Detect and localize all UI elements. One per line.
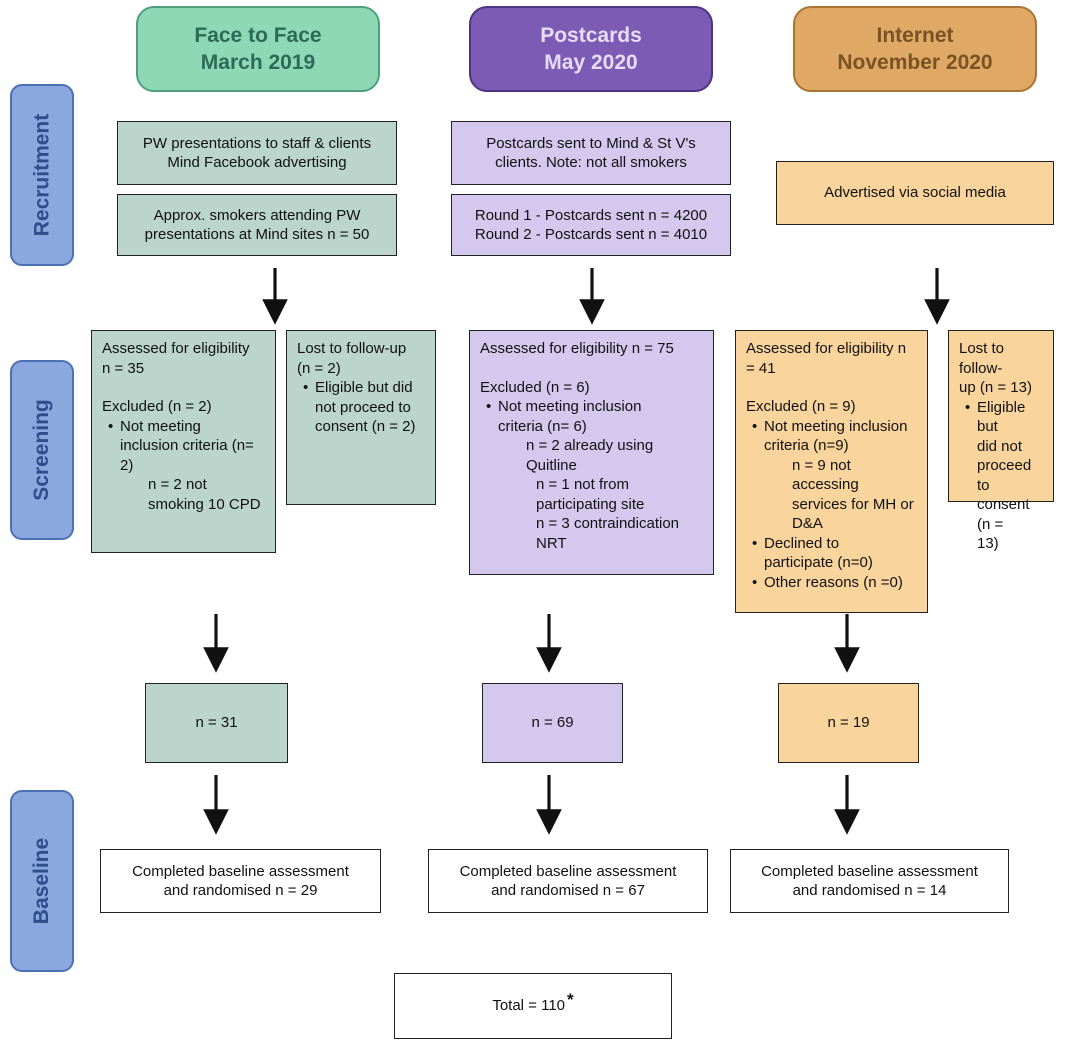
internet-bullet-declined-2: participate (n=0) xyxy=(764,554,873,571)
f2f-bullet-not-meeting: Not meeting xyxy=(102,417,265,437)
f2f-lost-line-1: Lost to follow-up xyxy=(297,340,407,357)
postcards-baseline-line-2: and randomised n = 67 xyxy=(491,882,645,899)
total-asterisk: * xyxy=(567,990,574,1010)
postcards-sub-6: NRT xyxy=(536,534,567,552)
internet-count: n = 19 xyxy=(827,714,870,732)
postcards-sub-4: participating site xyxy=(536,495,645,513)
internet-lost-bullet-5: 13) xyxy=(977,535,999,552)
internet-lost-line-2: up (n = 13) xyxy=(959,379,1032,396)
f2f-recruitment-line-2: Mind Facebook advertising xyxy=(167,154,347,171)
internet-lost-bullet-3: proceed to xyxy=(977,457,1032,494)
postcards-sub-2: Quitline xyxy=(526,456,577,474)
f2f-assessed-line: Assessed for eligibility xyxy=(102,340,250,357)
f2f-bullet-line-3: 2) xyxy=(120,456,134,474)
total-label: Total = 110 xyxy=(492,997,566,1015)
postcards-sent-line-2: clients. Note: not all smokers xyxy=(495,154,687,171)
f2f-recruitment-methods-box: PW presentations to staff & clients Mind… xyxy=(117,121,397,185)
internet-header: Internet November 2020 xyxy=(793,6,1037,92)
internet-lost-bullet-4: consent (n = xyxy=(977,496,1030,533)
internet-lost-box: Lost to follow- up (n = 13) Eligible but… xyxy=(948,330,1054,552)
postcards-bullet-not-meeting: Not meeting inclusion xyxy=(480,397,703,417)
internet-excluded-line: Excluded (n = 9) xyxy=(746,398,856,415)
f2f-baseline-line-1: Completed baseline assessment xyxy=(132,862,349,880)
internet-sub-3: services for MH or xyxy=(792,495,914,513)
internet-bullet-declined: Declined to xyxy=(746,534,917,554)
internet-assessed-count: = 41 xyxy=(746,359,776,377)
internet-baseline-line-2: and randomised n = 14 xyxy=(792,882,947,899)
face-to-face-title: Face to Face xyxy=(194,24,322,47)
stage-baseline: Baseline xyxy=(10,790,74,972)
stage-screening: Screening xyxy=(10,360,74,540)
f2f-sub-line-2: smoking 10 CPD xyxy=(148,495,261,513)
f2f-bullet-line-2: inclusion criteria (n= xyxy=(120,437,254,454)
f2f-excluded-line: Excluded (n = 2) xyxy=(102,398,212,415)
postcards-sub-5: n = 3 contraindication xyxy=(536,515,680,532)
internet-advertised-box: Advertised via social media xyxy=(776,161,1054,225)
face-to-face-date: March 2019 xyxy=(200,51,316,74)
internet-date: November 2020 xyxy=(837,51,993,74)
postcards-sent-line-1: Postcards sent to Mind & St V's xyxy=(486,134,696,152)
postcards-date: May 2020 xyxy=(544,51,638,74)
face-to-face-header: Face to Face March 2019 xyxy=(136,6,380,92)
postcards-excluded-line: Excluded (n = 6) xyxy=(480,378,590,396)
internet-lost-bullet-2: did not xyxy=(977,437,1023,455)
postcards-rounds-box: Round 1 - Postcards sent n = 4200 Round … xyxy=(451,194,731,256)
f2f-count-box: n = 31 xyxy=(145,683,288,763)
internet-assessed-line: Assessed for eligibility n xyxy=(746,340,907,357)
internet-title: Internet xyxy=(876,24,954,47)
f2f-recruitment-line-1: PW presentations to staff & clients xyxy=(142,134,372,152)
f2f-assessed-count: n = 35 xyxy=(102,359,145,377)
internet-advertised-text: Advertised via social media xyxy=(824,184,1006,202)
f2f-smokers-line-1: Approx. smokers attending PW xyxy=(153,206,361,224)
f2f-lost-bullet-line-3: consent (n = 2) xyxy=(315,418,416,435)
internet-sub-4: D&A xyxy=(792,515,823,532)
postcards-round-1: Round 1 - Postcards sent n = 4200 xyxy=(474,206,708,224)
postcards-bullet-line-2: criteria (n= 6) xyxy=(498,417,587,435)
postcards-sub-1: n = 2 already using xyxy=(526,437,654,454)
internet-sub-1: n = 9 not xyxy=(792,456,851,474)
internet-count-box: n = 19 xyxy=(778,683,919,763)
postcards-assessed-box: Assessed for eligibility n = 75 Excluded… xyxy=(469,330,714,575)
internet-bullet-other: Other reasons (n =0) xyxy=(746,573,917,593)
f2f-lost-bullet-line-2: not proceed to xyxy=(315,398,411,416)
internet-bullet-line-2: criteria (n=9) xyxy=(764,437,849,454)
total-box: Total = 110* xyxy=(394,973,672,1039)
f2f-lost-bullet: Eligible but did xyxy=(297,378,425,398)
internet-sub-2: accessing xyxy=(792,476,859,493)
postcards-sub-3: n = 1 not from xyxy=(536,476,629,493)
stage-recruitment: Recruitment xyxy=(10,84,74,266)
internet-lost-line-1: Lost to follow- xyxy=(959,340,1005,377)
f2f-lost-box: Lost to follow-up (n = 2) Eligible but d… xyxy=(286,330,436,505)
postcards-baseline-box: Completed baseline assessment and random… xyxy=(428,849,708,913)
f2f-smokers-box: Approx. smokers attending PW presentatio… xyxy=(117,194,397,256)
f2f-lost-line-2: (n = 2) xyxy=(297,359,341,377)
internet-lost-bullet: Eligible but xyxy=(959,398,1043,437)
f2f-baseline-line-2: and randomised n = 29 xyxy=(163,882,318,899)
postcards-assessed-line: Assessed for eligibility n = 75 xyxy=(480,340,674,357)
postcards-title: Postcards xyxy=(540,24,642,47)
internet-bullet-not-meeting: Not meeting inclusion xyxy=(746,417,917,437)
f2f-sub-line-1: n = 2 not xyxy=(148,476,207,493)
f2f-baseline-box: Completed baseline assessment and random… xyxy=(100,849,381,913)
f2f-smokers-line-2: presentations at Mind sites n = 50 xyxy=(144,226,370,243)
postcards-sent-box: Postcards sent to Mind & St V's clients.… xyxy=(451,121,731,185)
f2f-count: n = 31 xyxy=(195,714,238,732)
postcards-baseline-line-1: Completed baseline assessment xyxy=(459,862,677,880)
postcards-count-box: n = 69 xyxy=(482,683,623,763)
f2f-assessed-box: Assessed for eligibility n = 35 Excluded… xyxy=(91,330,276,553)
internet-baseline-line-1: Completed baseline assessment xyxy=(761,862,978,880)
internet-assessed-box: Assessed for eligibility n = 41 Excluded… xyxy=(735,330,928,613)
postcards-round-2: Round 2 - Postcards sent n = 4010 xyxy=(474,226,708,243)
internet-baseline-box: Completed baseline assessment and random… xyxy=(730,849,1009,913)
postcards-header: Postcards May 2020 xyxy=(469,6,713,92)
postcards-count: n = 69 xyxy=(531,714,574,732)
